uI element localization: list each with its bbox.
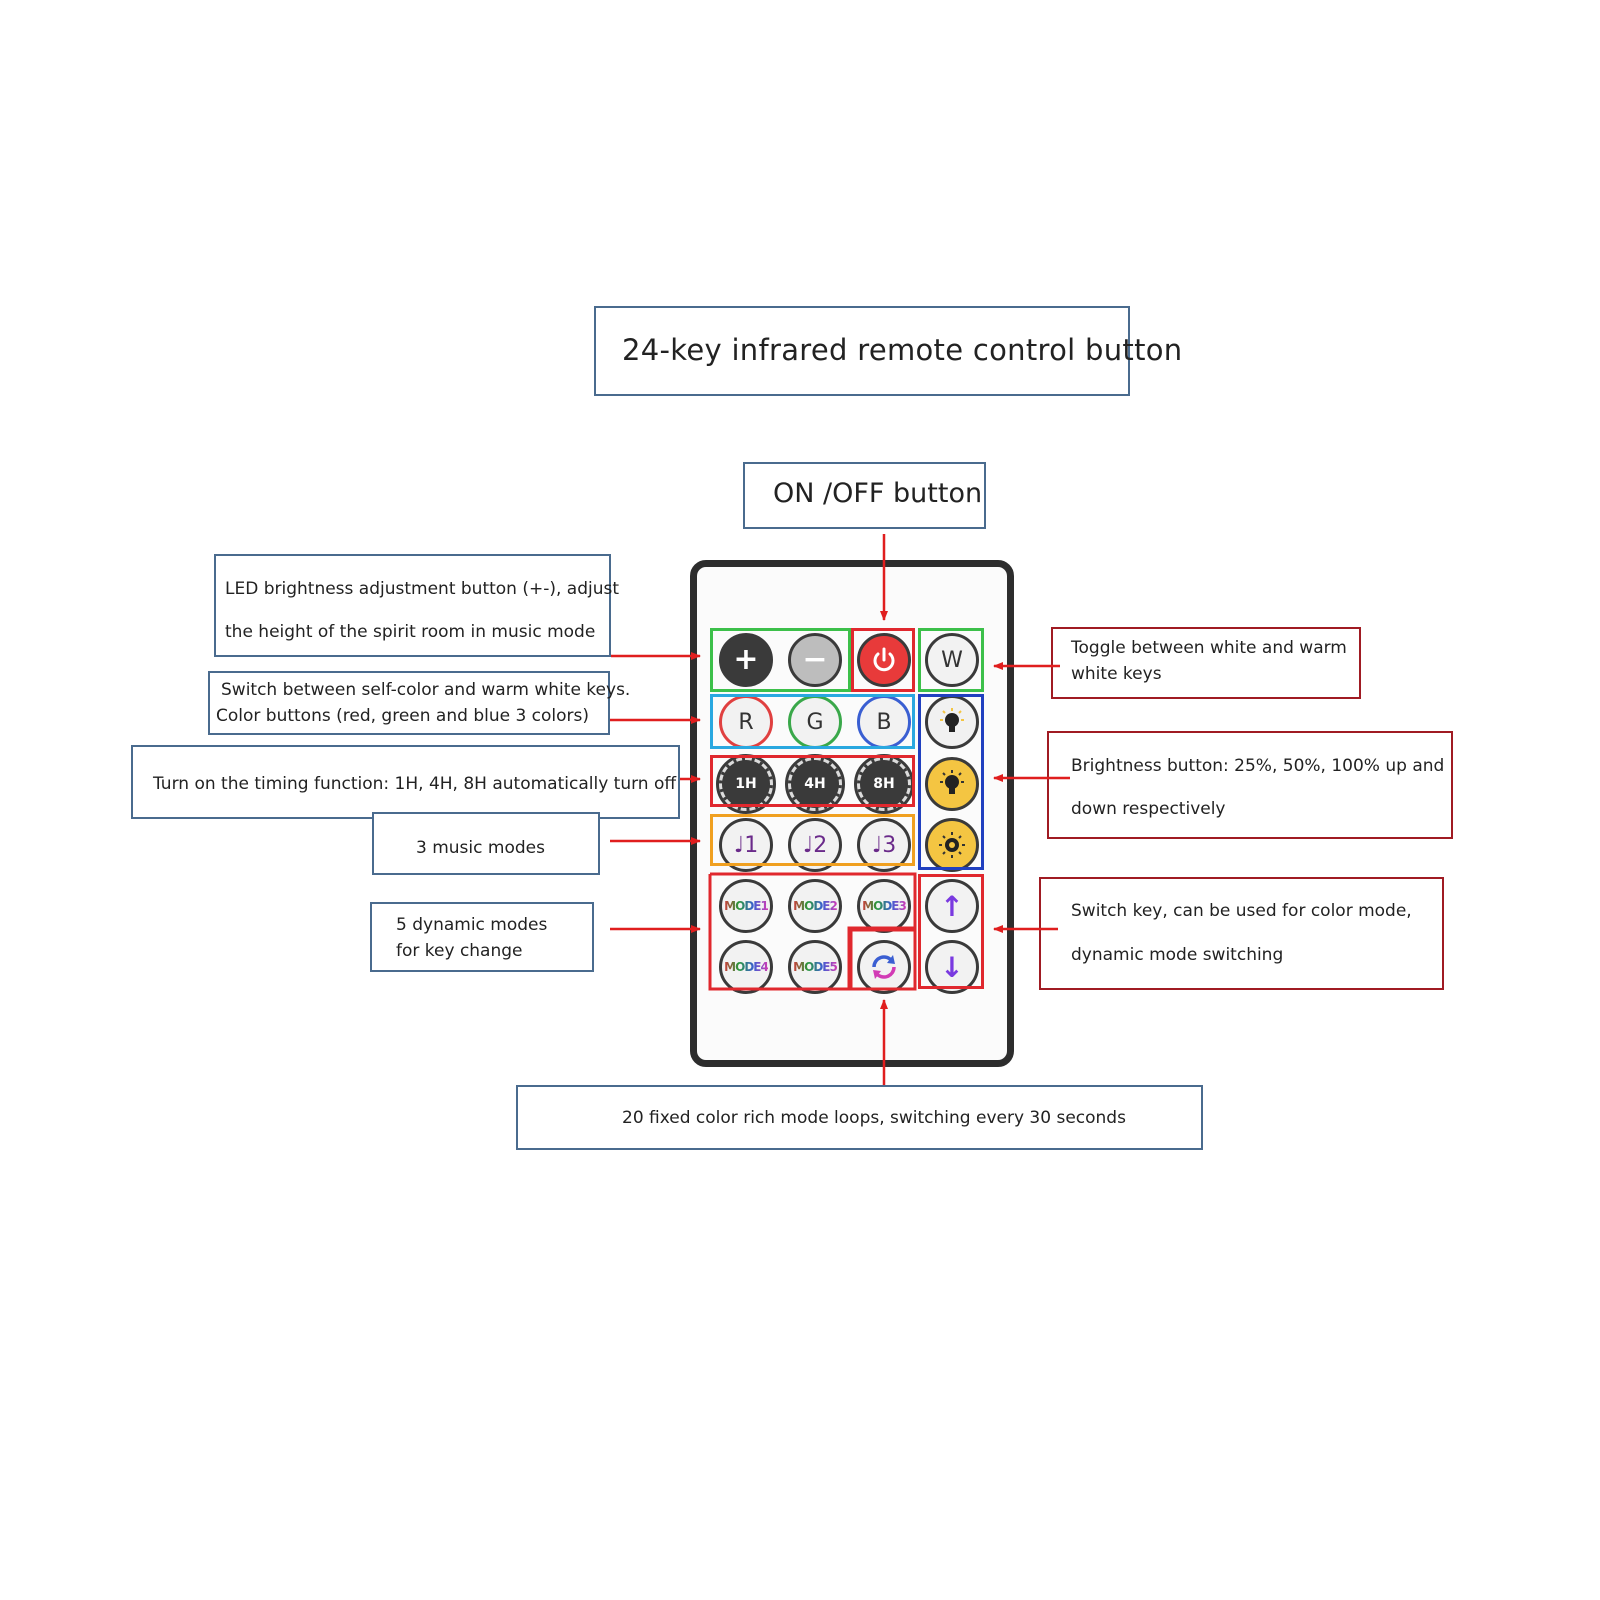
highlight-arrow-keys (918, 874, 984, 989)
auto-loop-button[interactable] (857, 940, 911, 994)
highlight-music-keys (710, 814, 915, 866)
timer-8h-label: 8H (873, 776, 895, 792)
title-box (594, 306, 1130, 396)
led-brightness-box (214, 554, 611, 657)
brightness-levels-line2: down respectively (1071, 799, 1226, 819)
color-buttons-line1: Switch between self-color and warm white… (221, 680, 631, 700)
color-loops-text: 20 fixed color rich mode loops, switchin… (622, 1108, 1126, 1128)
blue-key-label: B (876, 709, 892, 735)
timer-8h-button[interactable]: 8H (854, 754, 914, 814)
power-button[interactable] (857, 633, 911, 687)
mode-3-label: MODE3 (862, 899, 907, 913)
timer-4h-button[interactable]: 4H (785, 754, 845, 814)
music-box (372, 812, 600, 875)
refresh-icon (872, 955, 896, 979)
switch-key-line2: dynamic mode switching (1071, 945, 1284, 965)
timing-text: Turn on the timing function: 1H, 4H, 8H … (153, 774, 677, 794)
mode-1-label: MODE1 (724, 899, 769, 913)
mode-5-label: MODE5 (793, 960, 838, 974)
led-brightness-line2: the height of the spirit room in music m… (225, 622, 596, 642)
highlight-loop-key (849, 928, 917, 991)
minus-icon: − (802, 642, 828, 677)
plus-icon: + (733, 642, 759, 677)
dynamic-box (370, 902, 594, 972)
timer-1h-label: 1H (735, 776, 757, 792)
onoff-label: ON /OFF button (773, 478, 983, 509)
mode-1-button[interactable]: MODE1 (719, 879, 773, 933)
white-toggle-button[interactable]: W (925, 633, 979, 687)
down-arrow-button[interactable]: ↓ (925, 940, 979, 994)
white-key-label: W (941, 647, 963, 673)
music-3-label: ♩3 (871, 832, 897, 858)
brightness-50-button[interactable] (925, 757, 979, 811)
timing-box (131, 745, 680, 819)
dynamic-line1: 5 dynamic modes (396, 915, 548, 935)
timer-4h-label: 4H (804, 776, 826, 792)
highlight-timer-keys (710, 755, 915, 807)
highlight-brightness-levels (918, 694, 984, 870)
toggle-white-box (1051, 627, 1361, 699)
brightness-plus-button[interactable]: + (719, 633, 773, 687)
switch-key-line1: Switch key, can be used for color mode, (1071, 901, 1412, 921)
timer-1h-button[interactable]: 1H (716, 754, 776, 814)
dynamic-line2: for key change (396, 941, 523, 961)
toggle-white-line1: Toggle between white and warm (1071, 638, 1347, 658)
up-arrow-icon: ↑ (940, 889, 964, 923)
onoff-label-box (743, 462, 986, 529)
highlight-power-key (851, 628, 915, 692)
mode-4-button[interactable]: MODE4 (719, 940, 773, 994)
green-key-label: G (806, 709, 824, 735)
mode-2-label: MODE2 (793, 899, 838, 913)
music-text: 3 music modes (416, 838, 545, 858)
toggle-white-line2: white keys (1071, 664, 1162, 684)
music-1-label: ♩1 (733, 832, 759, 858)
highlight-brightness-keys (710, 628, 851, 692)
bulb-icon (939, 832, 965, 858)
up-arrow-button[interactable]: ↑ (925, 879, 979, 933)
color-buttons-line2: Color buttons (red, green and blue 3 col… (216, 706, 590, 726)
red-key-label: R (738, 709, 754, 735)
led-brightness-line1: LED brightness adjustment button (+-), a… (225, 579, 620, 599)
down-arrow-icon: ↓ (940, 950, 964, 984)
color-loops-box (516, 1085, 1203, 1150)
highlight-mode-keys (708, 872, 917, 991)
color-buttons-box (208, 671, 610, 735)
bulb-icon (940, 770, 964, 794)
power-icon (873, 647, 895, 672)
mode-2-button[interactable]: MODE2 (788, 879, 842, 933)
mode-5-button[interactable]: MODE5 (788, 940, 842, 994)
brightness-levels-line1: Brightness button: 25%, 50%, 100% up and (1071, 756, 1445, 776)
brightness-100-button[interactable] (925, 818, 979, 872)
music-2-label: ♩2 (802, 832, 828, 858)
page-title: 24-key infrared remote control button (622, 333, 1183, 367)
highlight-rgb-keys (710, 694, 915, 749)
brightness-25-button[interactable] (925, 695, 979, 749)
mode-4-label: MODE4 (724, 960, 769, 974)
brightness-minus-button[interactable]: − (788, 633, 842, 687)
switch-key-box (1039, 877, 1444, 990)
bulb-icon (940, 708, 964, 732)
brightness-levels-box (1047, 731, 1453, 839)
highlight-white-key (918, 628, 984, 692)
